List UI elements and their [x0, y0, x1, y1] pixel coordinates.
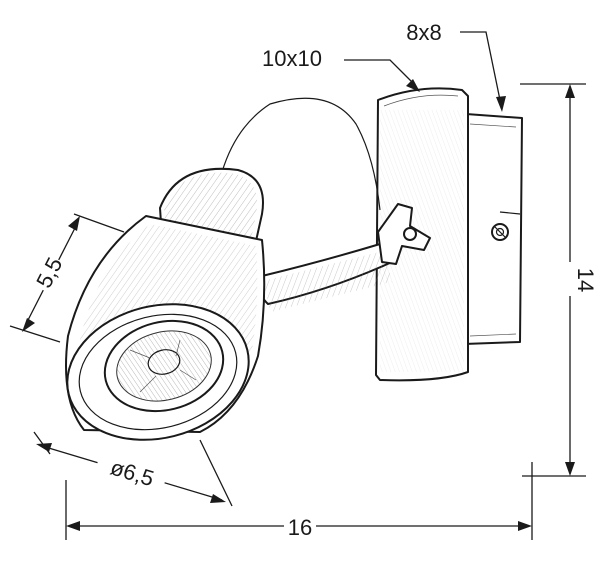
height-label: 14	[573, 268, 598, 292]
power-cable	[221, 97, 381, 211]
height-dimension: 14	[520, 83, 598, 477]
width-label: 16	[288, 515, 312, 540]
mount-plate-callout: 8x8	[406, 20, 506, 112]
mount-plate	[463, 113, 523, 345]
mount-plate-label: 8x8	[406, 20, 441, 45]
base-plate-callout: 10x10	[262, 46, 420, 92]
lamp-shade	[65, 167, 266, 441]
base-plate-label: 10x10	[262, 46, 322, 71]
width-dimension: 16	[65, 462, 533, 540]
mount-screw-icon	[491, 223, 509, 241]
shade-diameter-label: ø6,5	[107, 454, 156, 491]
bulb-icon	[103, 319, 225, 413]
shade-diameter-dimension: ø6,5	[33, 431, 233, 507]
